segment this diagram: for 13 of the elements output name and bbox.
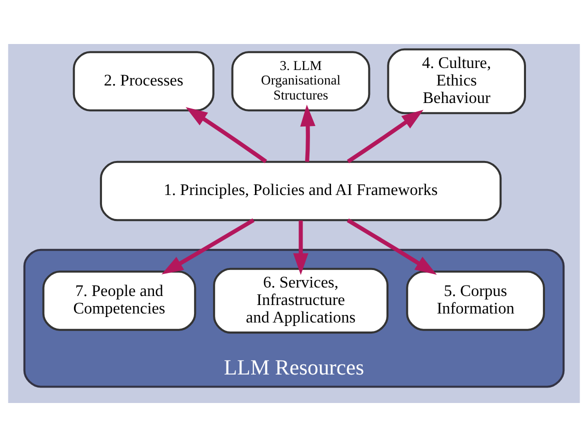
node-box: 3. LLM Organisational Structures (231, 50, 370, 111)
arrow (346, 218, 437, 274)
arrow (346, 109, 424, 163)
node-box: 6. Services, Infrastructure and Applications (213, 267, 388, 334)
arrow (162, 218, 255, 274)
node-box: 7. People and Competencies (42, 270, 196, 330)
node-box: 4. Culture, Ethics Behaviour (387, 48, 526, 114)
node-box: 2. Processes (72, 50, 214, 111)
node-box: 1. Principles, Policies and AI Frameworks (100, 160, 502, 221)
arrow (300, 104, 316, 162)
arrow (293, 220, 308, 274)
node-box: 5. Corpus Information (406, 270, 545, 330)
arrow (186, 106, 268, 163)
